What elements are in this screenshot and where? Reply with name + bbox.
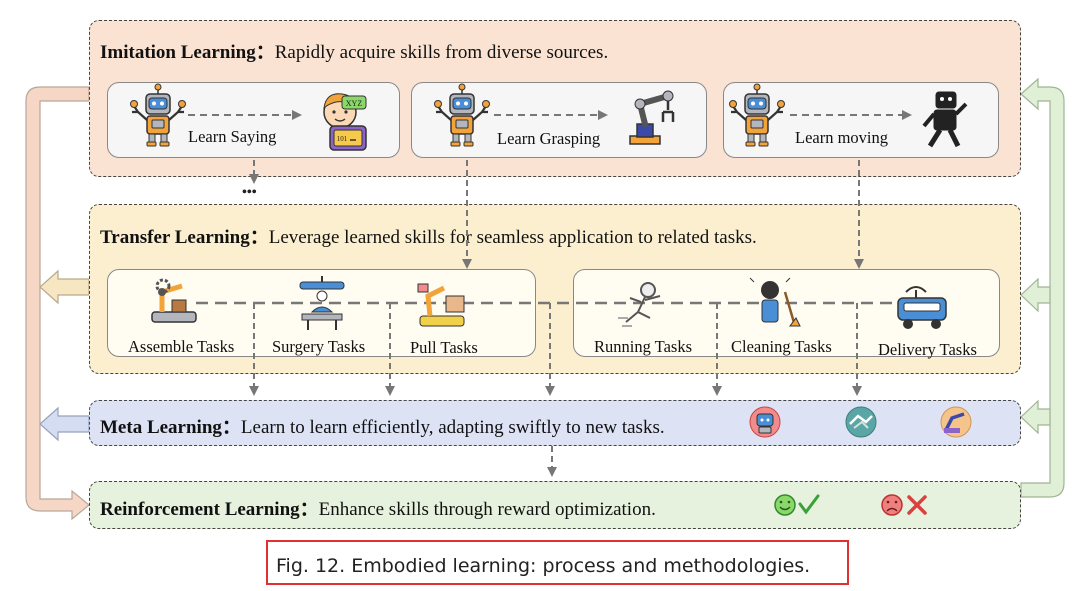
left-loop-arrow (25, 86, 90, 521)
right-loop-arrow (1020, 77, 1065, 498)
meta-robot-badge-icon (749, 406, 781, 438)
svg-text:101: 101 (337, 135, 348, 143)
robot-icon (728, 82, 786, 148)
delivery-robot-icon (897, 286, 947, 329)
transfer-title: Transfer Learning：Leverage learned skill… (100, 227, 757, 248)
robot-icon (129, 82, 187, 148)
pull-icon (417, 283, 465, 327)
learn-moving-label: Learn moving (795, 128, 889, 147)
transfer-left-arrow (39, 269, 90, 305)
happy-face-icon (774, 494, 796, 516)
figure-caption: Fig. 12. Embodied learning: process and … (276, 555, 811, 577)
delivery-tasks-label: Delivery Tasks (878, 340, 977, 359)
meta-handshake-badge-icon (845, 406, 877, 438)
learn-grasping-label: Learn Grasping (497, 129, 601, 148)
assemble-icon (151, 278, 197, 323)
check-icon (798, 494, 820, 515)
meta-left-arrow (39, 406, 90, 442)
assemble-tasks-label: Assemble Tasks (128, 337, 235, 356)
reinforcement-learning-panel (89, 481, 1021, 529)
cleaning-tasks-label: Cleaning Tasks (731, 337, 832, 356)
imitation-title: Imitation Learning：Rapidly acquire skill… (100, 42, 609, 63)
cleaning-robot-icon (749, 277, 801, 327)
robot-arm-icon (629, 90, 675, 145)
reinforcement-title: Reinforcement Learning：Enhance skills th… (100, 499, 656, 520)
meta-arm-badge-icon (940, 406, 972, 438)
running-robot-icon (618, 282, 661, 327)
surgery-icon (299, 276, 345, 330)
walking-robot-icon (922, 91, 968, 148)
robot-icon (433, 82, 491, 148)
sad-face-icon (881, 494, 903, 516)
caption-highlight-box (266, 540, 849, 585)
transfer-right-arrow (1020, 277, 1051, 313)
meta-right-arrow (1020, 399, 1051, 435)
cross-icon (907, 495, 927, 515)
running-tasks-label: Running Tasks (594, 337, 693, 356)
meta-title: Meta Learning：Learn to learn efficiently… (100, 417, 665, 438)
learn-saying-label: Learn Saying (188, 127, 277, 146)
surgery-tasks-label: Surgery Tasks (272, 337, 366, 356)
pull-tasks-label: Pull Tasks (410, 338, 478, 357)
svg-text:XYZ: XYZ (346, 99, 363, 108)
speaking-kid-icon: XYZ 101 (323, 93, 367, 151)
ellipsis-text: ••• (242, 185, 257, 200)
